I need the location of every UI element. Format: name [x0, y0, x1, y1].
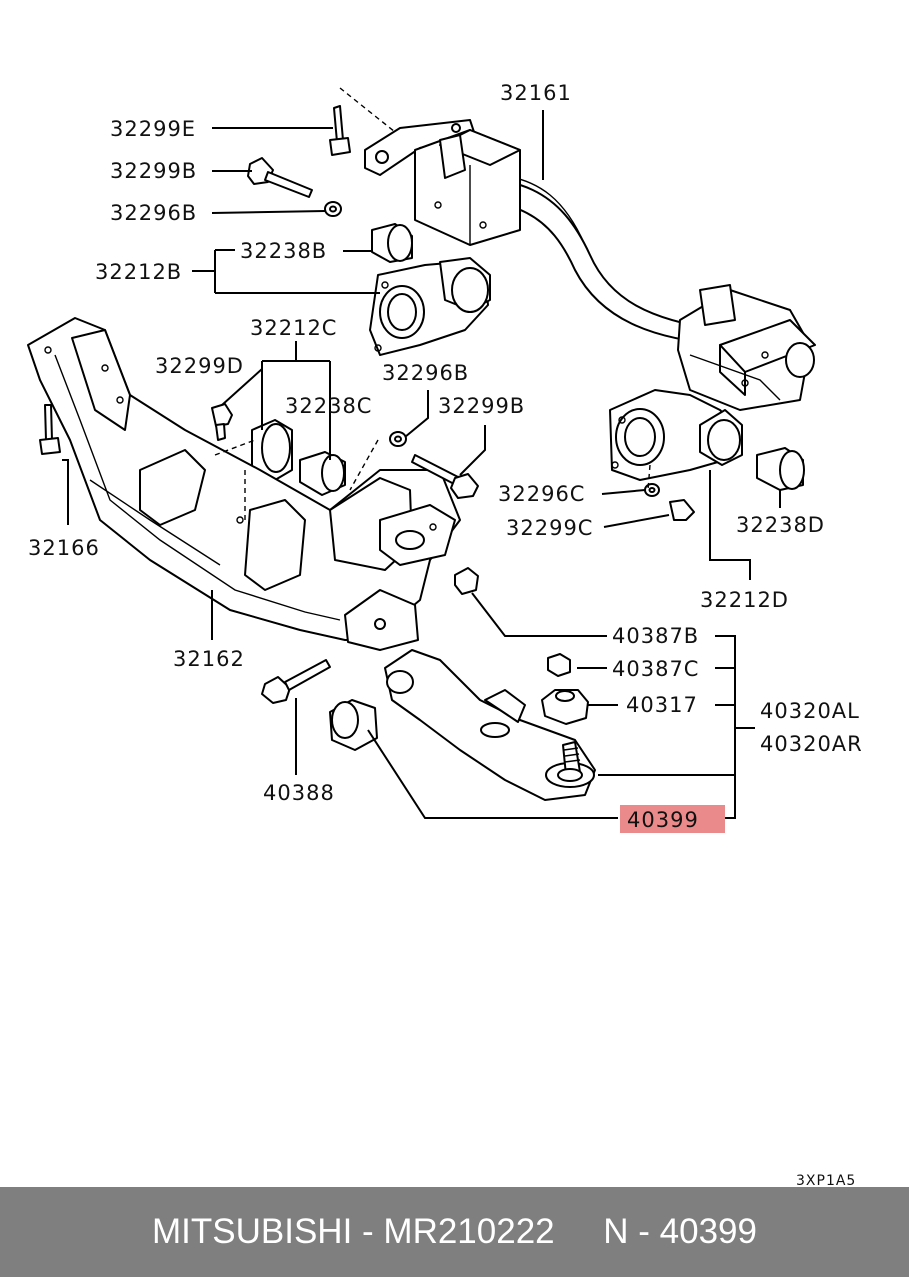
callout-32299b-top: 32299B [110, 159, 197, 183]
bushing-32238b [371, 223, 413, 263]
lower-arm-bushing-40399 [329, 699, 378, 751]
bolt-32299b-top [247, 157, 313, 198]
callout-labels: 32161 32299E 32299B 32296B 32238B 32212B… [28, 81, 863, 832]
bolt-32299d [211, 403, 233, 441]
callout-40387b: 40387B [612, 624, 699, 648]
callout-32296c: 32296C [498, 482, 585, 506]
nut-40387c [547, 653, 571, 677]
exploded-parts-diagram: 32161 32299E 32299B 32296B 32238B 32212B… [27, 81, 863, 1187]
bolt-40388 [261, 659, 331, 704]
callout-32296b-top: 32296B [110, 201, 197, 225]
bolt-32299b-mid [411, 454, 479, 499]
highlight-40399 [620, 805, 725, 833]
washer-32296b-mid [389, 431, 407, 447]
callout-32166: 32166 [28, 536, 100, 560]
washer-32296b-top [324, 201, 342, 217]
callout-32212b: 32212B [95, 260, 182, 284]
bushing-32238d [756, 447, 805, 491]
footer-bar: MITSUBISHI - MR210222 N - 40399 [0, 1187, 909, 1277]
callout-40317: 40317 [626, 693, 698, 717]
callout-32238d: 32238D [736, 513, 825, 537]
front-crossmember [27, 317, 461, 651]
callout-40320ar: 40320AR [760, 732, 863, 756]
alignment-dashes [214, 87, 651, 520]
callout-32299e: 32299E [110, 117, 196, 141]
body-mount-bracket-b [369, 257, 491, 356]
callout-40399: 40399 [627, 808, 699, 832]
ball-joint [557, 741, 583, 782]
callout-32212c: 32212C [250, 316, 337, 340]
callout-40320al: 40320AL [760, 699, 860, 723]
callout-32238b: 32238B [240, 239, 327, 263]
callout-32238c: 32238C [285, 394, 372, 418]
callout-40387c: 40387C [612, 657, 699, 681]
stabilizer-bracket-right [677, 284, 816, 411]
callout-32299c: 32299C [506, 516, 593, 540]
washer-32296c [644, 483, 660, 497]
body-mount-bracket-d [609, 389, 743, 481]
lower-control-arm [384, 649, 596, 801]
callout-32161: 32161 [500, 81, 572, 105]
callout-32162: 32162 [173, 647, 245, 671]
stabilizer-bracket-left [364, 119, 521, 246]
drawing-code: 3XP1A5 [796, 1173, 856, 1187]
bushing-set-32212c [251, 419, 346, 496]
leader-lines [62, 110, 781, 819]
footer-part-caption: MITSUBISHI - MR210222 N - 40399 [152, 1212, 757, 1251]
callout-32299d: 32299D [155, 354, 244, 378]
callout-32296b-mid: 32296B [382, 361, 469, 385]
bolt-32166 [39, 404, 61, 455]
bolt-32299c [669, 499, 695, 521]
bolt-32299e [329, 105, 351, 156]
callout-32212d: 32212D [700, 588, 789, 612]
nut-40387b [454, 567, 479, 595]
callout-40388: 40388 [263, 781, 335, 805]
ball-joint-boot-40317 [541, 689, 589, 725]
callout-32299b-mid: 32299B [438, 394, 525, 418]
